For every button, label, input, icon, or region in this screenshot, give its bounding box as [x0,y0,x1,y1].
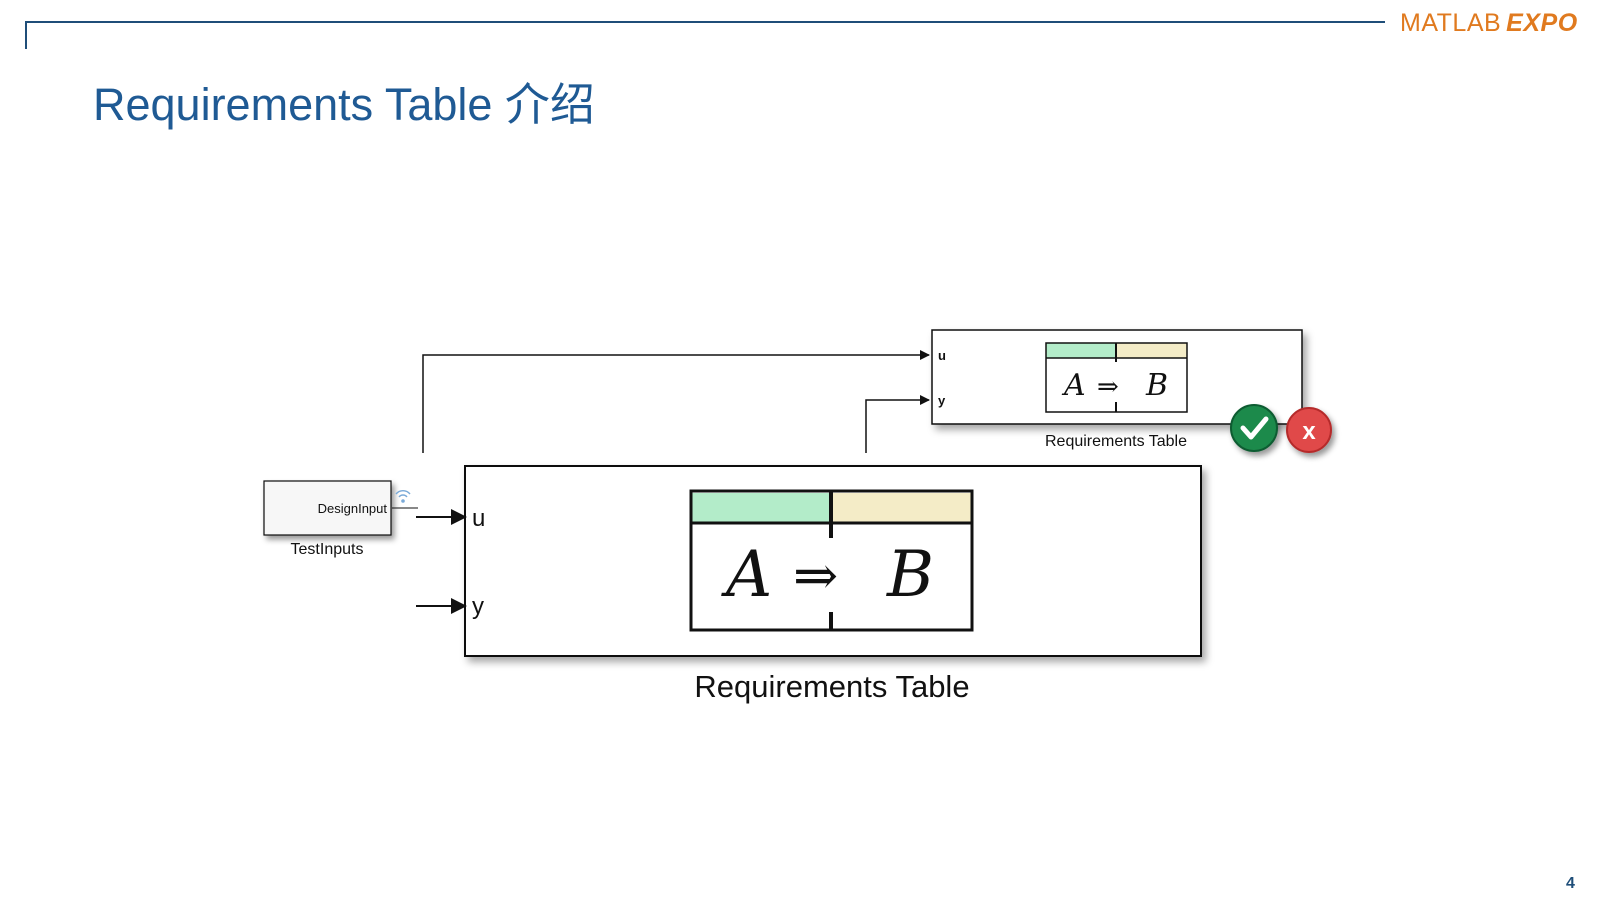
fail-x-symbol: x [1302,418,1316,445]
pass-check-icon [1230,404,1278,452]
page-title: Requirements Table 介绍 [93,79,595,130]
logo-expo-text: EXPO [1506,9,1578,37]
main-math-arrow: ⇒ [793,544,838,607]
small-math-b: B [1145,368,1168,403]
test-inputs-name: TestInputs [291,541,364,558]
small-port-u-label: u [938,348,946,363]
small-math-a: A [1061,368,1086,403]
fail-x-icon: x [1286,407,1332,453]
logo-matlab-text: MATLAB [1400,9,1502,37]
main-table-icon: A ⇒ B [689,489,974,632]
wifi-icon [395,490,411,503]
main-block-name: Requirements Table [694,669,969,704]
signal-line-u-small [422,350,930,453]
small-port-y-label: y [938,393,946,408]
main-port-y-label: y [472,593,484,620]
small-math-arrow: ⇒ [1097,372,1119,402]
signal-line-y-small [865,395,930,453]
small-block-name: Requirements Table [1045,433,1187,450]
main-math-b: B [886,538,934,612]
main-requirements-table-block[interactable]: u y A ⇒ B [464,465,1202,657]
test-inputs-block[interactable]: DesignInput [263,480,392,536]
main-math-a: A [721,538,772,612]
page-number: 4 [1566,875,1575,892]
design-input-label: DesignInput [318,501,388,516]
top-frame-line [25,21,1385,23]
main-port-u-label: u [472,505,485,532]
small-table-icon: A ⇒ B [1045,342,1188,413]
left-frame-tick [25,21,27,49]
